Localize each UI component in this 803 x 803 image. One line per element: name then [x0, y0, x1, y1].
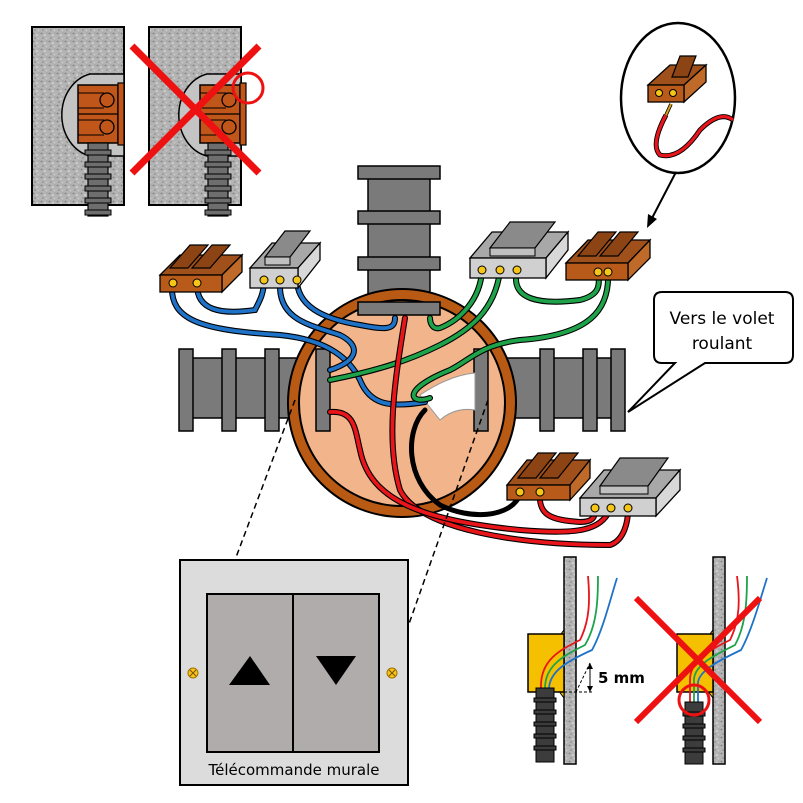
lever-connector-top-right: [564, 231, 652, 282]
down-button[interactable]: [294, 595, 378, 751]
forbidden-cross-icon: [633, 595, 763, 725]
highlight-circle-icon: [231, 71, 265, 105]
lever-connector-top-left: [158, 244, 244, 294]
gray-connector-top-right: [468, 221, 570, 280]
correct-conduit-depth-panel: 5 mm: [527, 556, 645, 765]
screw-icon: [187, 667, 199, 679]
switch-label: Télécommande murale: [208, 761, 380, 779]
gray-connector-top-left: [248, 230, 322, 290]
corrugated-conduit: [533, 687, 557, 763]
dimension-label: 5 mm: [598, 669, 645, 687]
black-wire: [409, 407, 523, 518]
wall-remote-switch: Télécommande murale: [179, 559, 409, 786]
highlight-circle-icon: [677, 683, 711, 717]
neutral-wires: [168, 280, 428, 408]
earth-wires: [327, 268, 612, 403]
phase-wires: [327, 315, 631, 549]
up-button[interactable]: [208, 595, 292, 751]
connector-detail-bubble: [619, 21, 737, 228]
triangle-down-icon: [316, 656, 356, 685]
arrow-icon: [647, 171, 677, 228]
gray-connector-bottom: [578, 457, 682, 518]
terminal-block: [77, 82, 125, 146]
corrugated-conduit: [204, 142, 232, 217]
correct-terminal-placement-panel: [31, 26, 125, 217]
dimension-marker: [554, 662, 594, 693]
lever-connector-icon: [646, 55, 708, 104]
forbidden-cross-icon: [129, 43, 262, 176]
incorrect-conduit-depth-panel: [633, 556, 768, 765]
lever-connector-bottom: [505, 452, 592, 502]
screw-icon: [386, 667, 398, 679]
wires: [168, 268, 631, 549]
corrugated-conduit: [84, 142, 112, 217]
callout-label-line2: roulant: [692, 334, 753, 354]
callout-bubble: Vers le volet roulant: [627, 291, 794, 413]
callout-label-line1: Vers le volet: [670, 309, 775, 329]
triangle-up-icon: [229, 656, 270, 685]
incorrect-terminal-placement-panel: [129, 26, 265, 217]
